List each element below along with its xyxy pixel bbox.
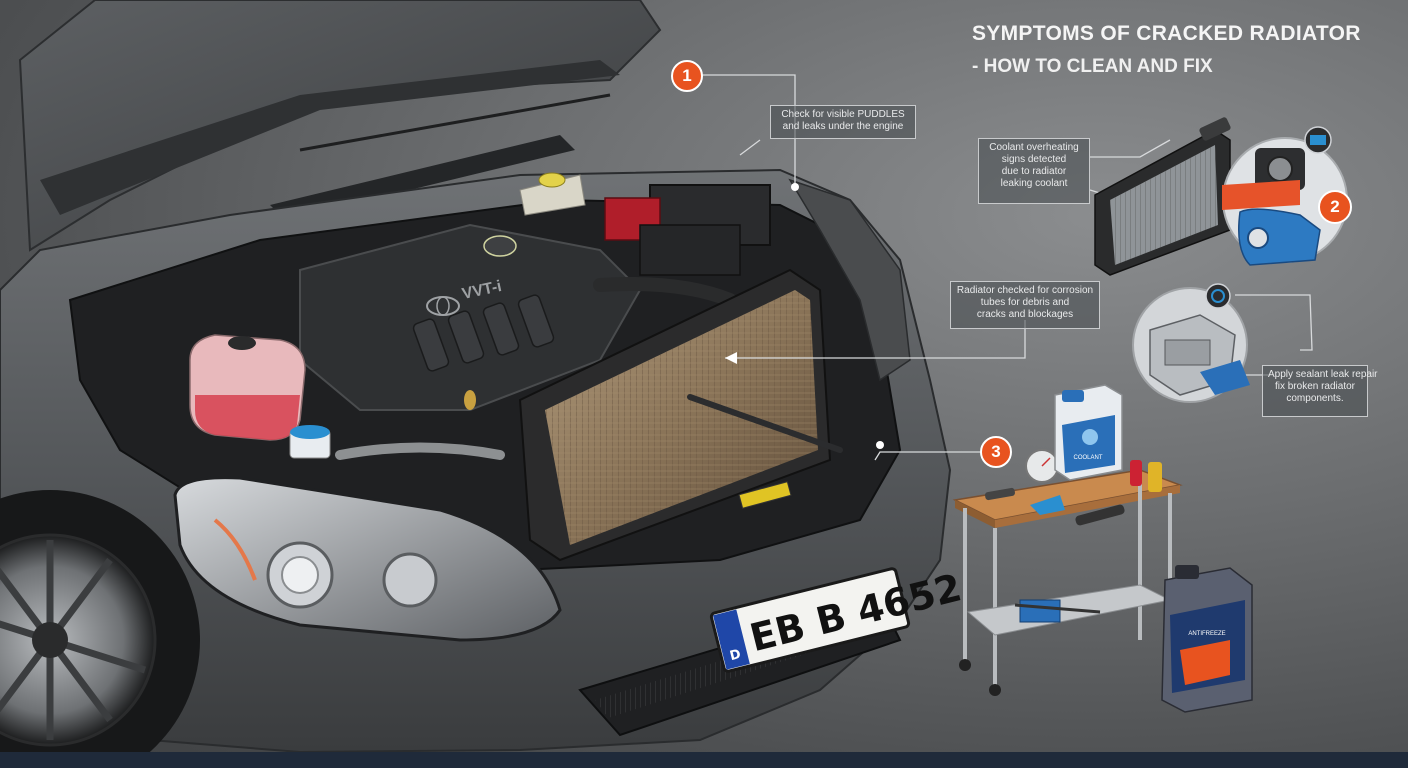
step-badge-1: 1	[671, 60, 703, 92]
callout-repair: Apply sealant leak repair fix broken rad…	[1262, 365, 1378, 417]
radiator	[518, 268, 843, 562]
callout-overheating: Coolant overheating signs detected due t…	[978, 138, 1090, 204]
callout-line: leaking coolant	[1000, 178, 1068, 189]
callout-line: tubes for debris and	[980, 297, 1070, 308]
coolant-jug-label: COOLANT	[1073, 455, 1102, 461]
callout-corrosion: Radiator checked for corrosion tubes for…	[950, 281, 1100, 329]
toolkit-icon	[952, 449, 1183, 696]
callout-line: components.	[1286, 393, 1344, 404]
callout-line: Check for visible PUDDLES	[781, 109, 905, 120]
callout-line: Coolant overheating	[989, 142, 1079, 153]
headlight	[173, 476, 562, 642]
callout-line: cracks and blockages	[976, 309, 1074, 320]
plate-country-code: D	[728, 647, 742, 664]
coolant-jug: COOLANT	[1054, 384, 1123, 481]
step-badge-2: 2	[1318, 190, 1352, 224]
step-badge-3: 3	[980, 436, 1012, 468]
callout-line: signs detected	[1001, 154, 1067, 165]
callout-leak-check: Check for visible PUDDLES and leaks unde…	[770, 105, 916, 139]
page-title: SYMPTOMS OF CRACKED RADIATOR	[972, 22, 1361, 45]
page-subtitle: - HOW TO CLEAN AND FIX	[972, 56, 1213, 77]
callout-line: fix broken radiator	[1274, 381, 1356, 392]
callout-line: due to radiator	[1001, 166, 1067, 177]
callout-line: Apply sealant leak repair	[1268, 369, 1378, 380]
footer-bar	[0, 752, 1408, 768]
callout-line: and leaks under the engine	[782, 121, 904, 132]
antifreeze-jug-label: ANTIFREEZE	[1188, 631, 1225, 637]
pressure-icon	[1222, 137, 1348, 266]
car-hood	[18, 0, 662, 252]
front-wheel	[0, 490, 200, 768]
callout-line: Radiator checked for corrosion	[956, 285, 1094, 296]
antifreeze-jug: ANTIFREEZE	[1161, 565, 1253, 713]
gauge-icon	[1304, 126, 1332, 154]
radiator-icon	[1094, 117, 1231, 276]
fan-icon	[1132, 283, 1250, 403]
